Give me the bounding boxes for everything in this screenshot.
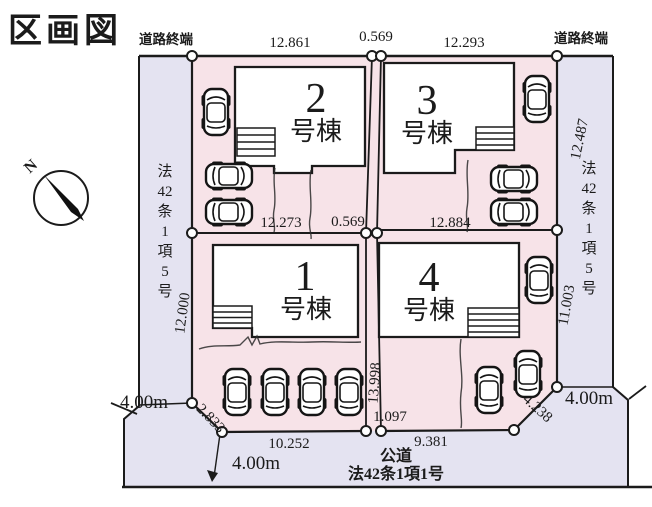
lot-4-corner-chamfer: [513, 386, 558, 431]
road-width-left: 4.00m: [120, 392, 168, 413]
survey-points-layer: [186, 50, 563, 438]
dim-center-vertical: 13.998: [366, 362, 385, 404]
dim-bottom-gap: 1.097: [373, 409, 407, 425]
building-1-porch-steps-icon: [212, 305, 253, 329]
lot-1-bottom-edge: [221, 429, 367, 434]
car-icon: [259, 367, 291, 417]
lot-1-corner-chamfer: [191, 402, 223, 433]
dim-mid-left-lot: 12.273: [260, 215, 301, 231]
lot-1-4-divider: [365, 232, 382, 432]
right-road-outer-edge: [612, 56, 629, 486]
survey-point-marker: [551, 224, 563, 236]
survey-point-marker: [508, 424, 520, 436]
building-1-suffix: 号棟: [280, 295, 332, 324]
survey-point-marker: [216, 426, 228, 438]
bottom-road-width-arrowhead: [207, 470, 218, 482]
dim-mid-right-lot: 12.884: [429, 215, 471, 231]
road-end-label-right: 道路終端: [554, 30, 608, 46]
car-icon: [489, 196, 539, 228]
survey-point-marker: [551, 50, 563, 62]
survey-point-marker: [375, 50, 387, 62]
building-1-number: 1: [295, 254, 316, 300]
survey-point-marker: [186, 397, 198, 409]
car-icon: [200, 87, 232, 137]
building-2-suffix: 号棟: [290, 117, 342, 146]
car-icon: [221, 367, 253, 417]
lot-2-path-squiggle: [272, 167, 276, 233]
left-road-end-line: [138, 402, 193, 406]
road-width-bottom: 4.00m: [232, 453, 280, 474]
dim-left-side: 12.000: [172, 292, 194, 335]
road-area: [124, 56, 628, 486]
dim-top-gap: 0.569: [359, 29, 393, 45]
left-road-width-tick: [110, 402, 138, 415]
building-2-porch-steps-icon: [236, 127, 276, 157]
road-end-label-left: 道路終端: [139, 31, 193, 47]
road-width-right: 4.00m: [565, 388, 613, 409]
dim-mid-gap: 0.569: [331, 214, 365, 230]
bottom-road-width-leader: [213, 433, 221, 478]
building-3-porch-steps-icon: [475, 126, 515, 151]
building-3-suffix: 号棟: [401, 119, 453, 148]
dim-bottom-left-lot: 10.252: [268, 436, 309, 452]
survey-point-marker: [186, 227, 198, 239]
page-title: 区画図: [8, 12, 122, 50]
dim-right-lower: 11.003: [556, 284, 579, 327]
car-icon: [204, 196, 254, 228]
building-4-porch-steps-icon: [467, 307, 520, 338]
car-icon: [521, 74, 553, 124]
lot-2-path-squiggle-2: [308, 169, 312, 240]
survey-point-marker: [371, 227, 383, 239]
lot-4-path-squiggle: [459, 338, 463, 429]
car-icon: [489, 163, 539, 195]
compass-north-label: N: [21, 156, 41, 177]
right-road-width-tick: [628, 385, 647, 400]
building-2-number: 2: [306, 76, 327, 122]
car-icon: [512, 349, 544, 399]
dim-top-left-lot: 12.861: [269, 35, 310, 51]
lot-3-path-squiggle: [465, 159, 469, 233]
survey-point-marker: [186, 50, 198, 62]
building-4-number: 4: [419, 255, 440, 301]
car-icon: [523, 255, 555, 305]
building-4-suffix: 号棟: [403, 296, 455, 325]
dim-bottom-right-lot: 9.381: [414, 434, 448, 450]
lot-2-3-divider: [365, 55, 382, 234]
dim-top-right-lot: 12.293: [443, 35, 484, 51]
public-road-label: 公道: [380, 446, 412, 465]
car-icon: [204, 160, 254, 192]
survey-point-marker: [375, 425, 387, 437]
public-road-law-label: 法42条1項1号: [348, 464, 444, 483]
lot-1-ground-squiggle: [198, 334, 362, 350]
survey-point-marker: [360, 425, 372, 437]
survey-point-marker: [551, 381, 563, 393]
compass: N: [21, 156, 89, 226]
compass-needle-icon: [44, 175, 84, 221]
lot-4-bottom-edge: [380, 428, 515, 433]
building-3-number: 3: [417, 78, 438, 124]
car-icon: [473, 365, 505, 415]
car-icon: [333, 367, 365, 417]
car-icon: [296, 367, 328, 417]
